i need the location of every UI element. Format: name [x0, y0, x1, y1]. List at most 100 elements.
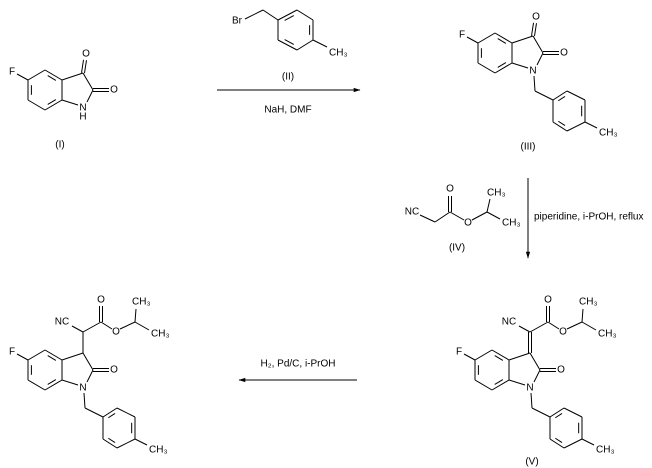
bond [466, 36, 479, 44]
bond [134, 308, 137, 323]
compound-label-II: (II) [282, 72, 294, 83]
bond [494, 379, 504, 385]
bond [434, 211, 451, 223]
bond [419, 214, 436, 223]
methyl-label: CH₃ [132, 297, 151, 308]
bond [536, 52, 544, 66]
bond [486, 198, 491, 213]
bond [581, 438, 595, 446]
nitrile-label: NC [405, 207, 419, 218]
oxygen-label: O [446, 184, 454, 195]
bond [533, 369, 541, 383]
bond [584, 121, 598, 129]
bond [581, 308, 584, 323]
compound-label-IV: (IV) [449, 243, 465, 254]
bond [532, 35, 544, 54]
bond [531, 22, 535, 36]
bond [16, 353, 29, 361]
reagents-step3: H₂, Pd/C, i-PrOH [261, 359, 336, 370]
bond [491, 379, 510, 391]
bond [27, 379, 46, 391]
methyl-label: CH₃ [579, 297, 598, 308]
bond [471, 211, 488, 221]
reagents-step1: NaH, DMF [264, 105, 311, 116]
bond [86, 369, 94, 383]
oxygen-label: O [560, 48, 568, 59]
bond [494, 32, 513, 44]
bond [508, 352, 531, 361]
bond [119, 321, 136, 330]
methyl-label: CH₃ [596, 445, 615, 456]
reagents-step2: piperidine, i-PrOH, reflux [534, 212, 643, 223]
bond [83, 60, 87, 74]
methyl-label: CH₃ [151, 329, 170, 340]
nitrogen-label: N [526, 383, 533, 394]
oxygen-label: O [544, 295, 552, 306]
methyl-label: CH₃ [487, 188, 506, 199]
oxygen-label: O [532, 12, 540, 23]
bond [566, 321, 583, 330]
bond [82, 352, 94, 371]
bond [474, 379, 493, 391]
bond [555, 413, 563, 419]
bond [102, 407, 118, 418]
nitrogen-label: N [79, 103, 86, 114]
bond [486, 211, 501, 220]
bond [27, 69, 46, 81]
bond [134, 438, 148, 446]
bond [86, 89, 94, 103]
bond [71, 325, 84, 333]
oxygen-label: O [97, 295, 105, 306]
bond [61, 379, 79, 386]
bond [508, 379, 526, 386]
bond [449, 211, 465, 221]
oxygen-label: O [559, 327, 567, 338]
bond [100, 321, 113, 330]
bond [511, 35, 534, 44]
bond [494, 355, 504, 361]
bond [558, 120, 566, 126]
bond [563, 407, 583, 418]
bond [44, 349, 63, 361]
bond [84, 407, 104, 418]
bond [312, 39, 328, 48]
bond [116, 407, 136, 418]
oxygen-label: O [112, 327, 120, 338]
bromine-label: Br [232, 16, 243, 27]
bond [134, 321, 150, 331]
bond [296, 9, 314, 21]
bond [491, 349, 510, 361]
bond [497, 38, 507, 44]
bond [277, 9, 298, 21]
methyl-label: CH₃ [329, 48, 348, 59]
bond [277, 39, 298, 51]
bond [566, 121, 586, 132]
bond [552, 90, 568, 101]
bond [511, 62, 529, 69]
bond [549, 407, 565, 418]
bond [555, 437, 563, 443]
bond [494, 62, 513, 74]
bond [47, 355, 57, 361]
bond [529, 352, 541, 371]
compound-label-I: (I) [55, 140, 64, 151]
bond [16, 73, 29, 81]
bond [61, 72, 84, 81]
methyl-label: CH₃ [598, 329, 617, 340]
bond [547, 321, 560, 330]
bond [44, 69, 63, 81]
bond [531, 407, 551, 418]
bond [102, 438, 118, 449]
nitrogen-label: N [79, 383, 86, 394]
bond [533, 23, 537, 37]
hydrogen-label: H [79, 112, 86, 123]
bond [518, 325, 531, 333]
bond [529, 321, 549, 333]
fluorine-label: F [9, 347, 15, 358]
